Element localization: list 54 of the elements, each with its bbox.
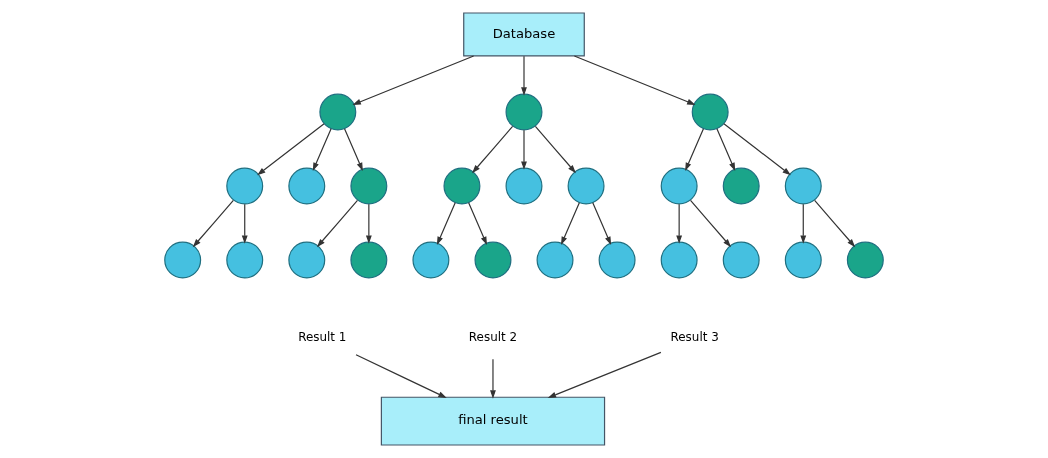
arrow (352, 55, 475, 105)
arrow (192, 199, 234, 248)
node-circle (350, 167, 388, 205)
arrow (689, 199, 732, 248)
arrow (676, 203, 683, 244)
node-circle (505, 167, 543, 205)
node-text: Result 2 (468, 329, 518, 344)
arrow (547, 351, 662, 398)
arrow (468, 202, 487, 245)
node-circle (722, 167, 760, 205)
node-circle (691, 93, 729, 131)
arrow (592, 202, 612, 245)
arrow (436, 202, 456, 245)
node-circle (846, 241, 884, 279)
node-box: Database (463, 12, 585, 57)
arrow (490, 358, 496, 399)
node-text: Result 1 (298, 329, 347, 344)
arrow (716, 128, 736, 171)
node-circle (784, 241, 822, 279)
node-circle (536, 241, 574, 279)
node-circle (288, 167, 326, 205)
arrow (472, 125, 514, 174)
arrow (573, 55, 696, 105)
node-circle (164, 241, 202, 279)
arrow (316, 199, 359, 248)
node-circle (567, 167, 605, 205)
node-circle (598, 241, 636, 279)
arrow (365, 203, 372, 244)
node-circle (412, 241, 450, 279)
arrow (685, 128, 705, 171)
node-circle (319, 93, 357, 131)
node-circle (505, 93, 543, 131)
node-circle (288, 241, 326, 279)
arrow (257, 123, 325, 176)
arrow (355, 354, 447, 398)
node-box: final result (380, 396, 606, 446)
arrow (521, 129, 527, 170)
arrow (521, 55, 527, 96)
node-circle (722, 241, 760, 279)
node-circle (474, 241, 512, 279)
arrow (561, 202, 580, 245)
node-circle (350, 241, 388, 279)
arrow (534, 125, 576, 174)
arrow (312, 128, 332, 171)
node-circle (226, 241, 264, 279)
node-circle (443, 167, 481, 205)
node-circle (660, 241, 698, 279)
arrow (800, 203, 807, 244)
arrow (241, 203, 248, 244)
node-circle (660, 167, 698, 205)
node-text: Result 3 (670, 329, 719, 344)
arrow (723, 123, 791, 176)
arrow (814, 199, 856, 248)
arrow (343, 128, 363, 171)
